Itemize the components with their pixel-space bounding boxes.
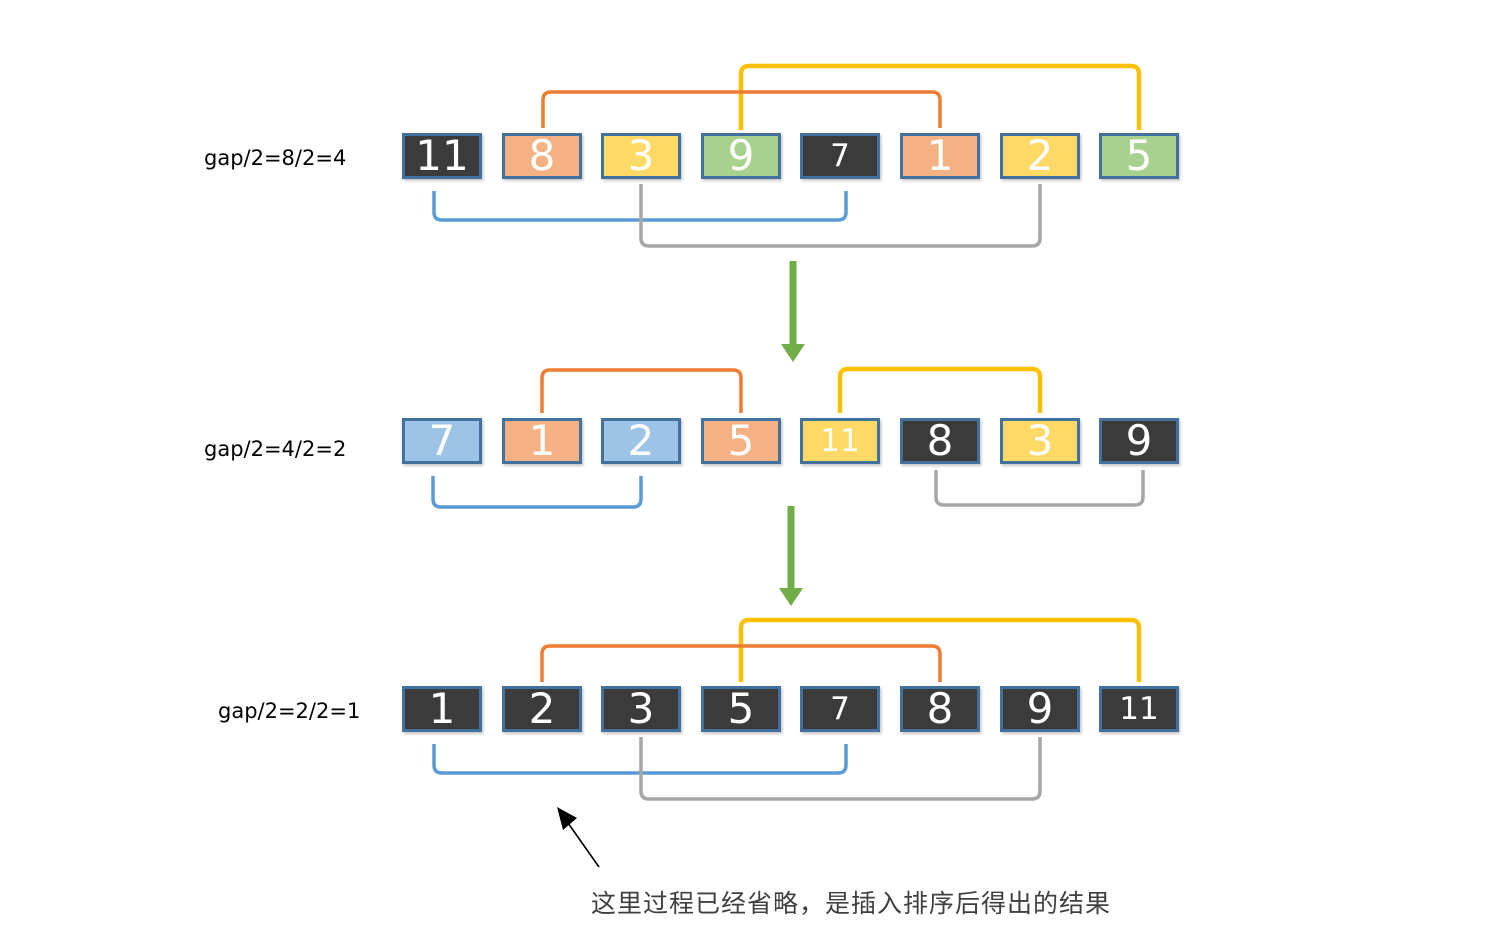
array-box-r1-c8: 5	[1099, 133, 1179, 179]
row3-top-arc-orange	[540, 644, 942, 682]
annotation-arrow-line	[567, 822, 600, 868]
array-box-r3-c1: 1	[402, 686, 482, 732]
array-box-r2-c6: 8	[900, 418, 980, 464]
row2-top-arc-yellow	[837, 366, 1043, 413]
array-box-r3-c8: 11	[1099, 686, 1179, 732]
array-box-r1-c7: 2	[1000, 133, 1080, 179]
array-box-r1-c4: 9	[701, 133, 781, 179]
array-box-r1-c5: 7	[800, 133, 880, 179]
array-box-r3-c4: 5	[701, 686, 781, 732]
row2-bottom-arc-gray	[934, 470, 1145, 507]
array-box-r2-c1: 7	[402, 418, 482, 464]
array-box-r2-c2: 1	[502, 418, 582, 464]
row3-bottom-arc-gray	[639, 737, 1042, 801]
down-arrow-1-head	[781, 344, 805, 362]
array-box-r1-c3: 3	[601, 133, 681, 179]
array-box-r3-c7: 9	[1000, 686, 1080, 732]
row3-bottom-arc-blue	[432, 744, 848, 775]
row1-bottom-arc-blue	[432, 191, 848, 222]
array-box-r1-c2: 8	[502, 133, 582, 179]
caption-text: 这里过程已经省略，是插入排序后得出的结果	[591, 889, 1112, 918]
row3-top-arc-yellow	[738, 617, 1142, 682]
array-box-r3-c3: 3	[601, 686, 681, 732]
row2-gap-label: gap/2=4/2=2	[204, 437, 347, 461]
down-arrow-2-head	[779, 588, 803, 606]
array-box-r1-c1: 11	[402, 133, 482, 179]
array-box-r2-c7: 3	[1000, 418, 1080, 464]
row1-gap-label: gap/2=8/2=4	[204, 146, 347, 170]
array-box-r3-c5: 7	[800, 686, 880, 732]
array-box-r2-c4: 5	[701, 418, 781, 464]
array-box-r3-c2: 2	[502, 686, 582, 732]
row1-top-arc-orange	[541, 90, 942, 128]
array-box-r2-c3: 2	[601, 418, 681, 464]
array-box-r2-c5: 11	[800, 418, 880, 464]
row1-bottom-arc-gray	[639, 184, 1042, 248]
row2-top-arc-orange	[540, 368, 743, 413]
array-box-r1-c6: 1	[900, 133, 980, 179]
row2-bottom-arc-blue	[431, 476, 643, 509]
array-box-r2-c8: 9	[1099, 418, 1179, 464]
row1-top-arc-yellow	[738, 63, 1142, 130]
array-box-r3-c6: 8	[900, 686, 980, 732]
annotation-arrow-head	[557, 807, 577, 830]
row3-gap-label: gap/2=2/2=1	[218, 699, 361, 723]
